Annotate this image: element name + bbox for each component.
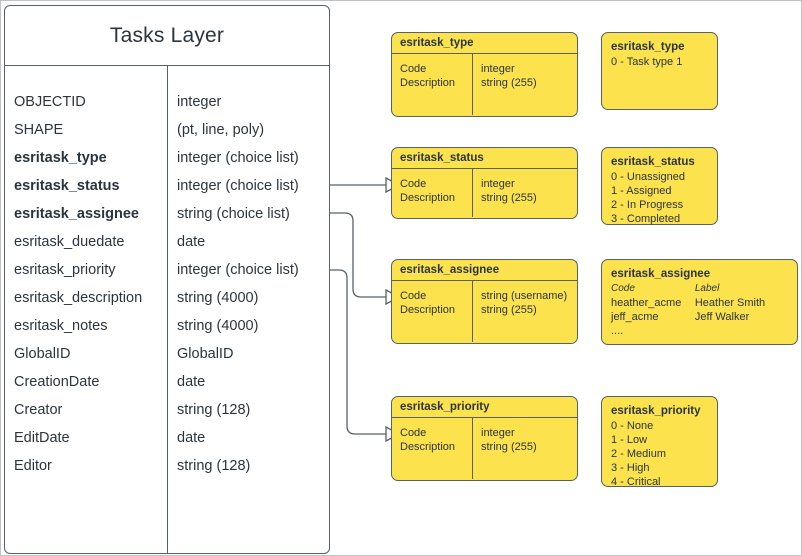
value-list-header-row: Code Label bbox=[611, 282, 788, 296]
field-type: string (4000) bbox=[177, 290, 259, 306]
field-type: integer (choice list) bbox=[177, 150, 299, 166]
field-name: esritask_description bbox=[14, 290, 143, 306]
field-name: SHAPE bbox=[14, 122, 64, 138]
field-name: esritask_status bbox=[14, 178, 120, 194]
value-list-title: esritask_status bbox=[611, 156, 695, 168]
domain-table-type[interactable]: esritask_type Code Description integer s… bbox=[391, 32, 578, 117]
domain-field-type: string (255) bbox=[481, 77, 537, 89]
value-list-row: heather_acme Heather Smith bbox=[611, 296, 788, 310]
domain-table-assignee[interactable]: esritask_assignee Code Description strin… bbox=[391, 259, 578, 344]
value-label: Heather Smith bbox=[694, 297, 766, 309]
field-type: date bbox=[177, 234, 206, 250]
domain-table-title: esritask_type bbox=[392, 33, 577, 54]
domain-field-types: integer string (255) bbox=[473, 418, 537, 479]
domain-field-type: string (255) bbox=[481, 192, 537, 204]
value-list-header-label: Label bbox=[694, 283, 720, 294]
field-type: integer (choice list) bbox=[177, 178, 299, 194]
value-list-ellipsis: .... bbox=[611, 325, 624, 337]
value-list-title: esritask_priority bbox=[611, 405, 701, 417]
field-type: string (128) bbox=[177, 458, 251, 474]
domain-field-name: Description bbox=[400, 77, 456, 89]
domain-field-name: Description bbox=[400, 192, 456, 204]
value-list-item: 3 - Completed bbox=[611, 213, 681, 225]
domain-field-name: Code bbox=[400, 290, 427, 302]
field-name-column: OBJECTID SHAPE esritask_type esritask_st… bbox=[5, 66, 168, 553]
value-list-type[interactable]: esritask_type 0 - Task type 1 bbox=[601, 32, 718, 110]
connector-assignee bbox=[330, 212, 386, 298]
field-type: string (4000) bbox=[177, 318, 259, 334]
value-list-item: 3 - High bbox=[611, 462, 650, 474]
value-list-status[interactable]: esritask_status 0 - Unassigned 1 - Assig… bbox=[601, 147, 718, 225]
value-list-priority[interactable]: esritask_priority 0 - None 1 - Low 2 - M… bbox=[601, 396, 718, 488]
field-type: date bbox=[177, 374, 206, 390]
field-type-column: integer (pt, line, poly) integer (choice… bbox=[168, 66, 329, 553]
domain-field-type: string (255) bbox=[481, 304, 537, 316]
field-type: string (128) bbox=[177, 402, 251, 418]
field-name: GlobalID bbox=[14, 346, 71, 362]
tasks-layer-title: Tasks Layer bbox=[5, 6, 329, 66]
field-name: EditDate bbox=[14, 430, 70, 446]
domain-field-types: string (username) string (255) bbox=[473, 281, 567, 342]
domain-field-name: Code bbox=[400, 427, 427, 439]
field-name: esritask_notes bbox=[14, 318, 108, 334]
domain-field-name: Code bbox=[400, 178, 427, 190]
domain-field-type: integer bbox=[481, 427, 515, 439]
value-list-item: 0 - Unassigned bbox=[611, 171, 685, 183]
field-name: Editor bbox=[14, 458, 52, 474]
field-name: esritask_priority bbox=[14, 262, 116, 278]
value-list-item: 0 - Task type 1 bbox=[611, 56, 683, 68]
domain-field-type: string (username) bbox=[481, 290, 568, 302]
connector-priority bbox=[330, 269, 386, 435]
value-list-assignee[interactable]: esritask_assignee Code Label heather_acm… bbox=[601, 259, 798, 345]
domain-field-name: Description bbox=[400, 441, 456, 453]
domain-table-title: esritask_status bbox=[392, 148, 577, 169]
field-type: (pt, line, poly) bbox=[177, 122, 265, 138]
value-list-item: 1 - Assigned bbox=[611, 185, 672, 197]
domain-table-status[interactable]: esritask_status Code Description integer… bbox=[391, 147, 578, 219]
field-type: string (choice list) bbox=[177, 206, 290, 222]
domain-table-title: esritask_priority bbox=[392, 397, 577, 418]
field-name: esritask_type bbox=[14, 150, 107, 166]
value-list-row: jeff_acme Jeff Walker bbox=[611, 310, 788, 324]
domain-field-type: string (255) bbox=[481, 441, 537, 453]
domain-field-name: Code bbox=[400, 63, 427, 75]
value-list-item: 4 - Critical bbox=[611, 476, 661, 488]
field-name: CreationDate bbox=[14, 374, 100, 390]
field-name: Creator bbox=[14, 402, 63, 418]
domain-field-names: Code Description bbox=[392, 169, 473, 217]
domain-table-body: Code Description integer string (255) bbox=[392, 54, 577, 115]
domain-table-body: Code Description integer string (255) bbox=[392, 169, 577, 217]
domain-table-body: Code Description string (username) strin… bbox=[392, 281, 577, 342]
domain-field-name: Description bbox=[400, 304, 456, 316]
field-type: integer bbox=[177, 94, 222, 110]
domain-field-types: integer string (255) bbox=[473, 169, 537, 217]
tasks-layer-entity[interactable]: Tasks Layer OBJECTID SHAPE esritask_type… bbox=[4, 5, 330, 554]
domain-field-names: Code Description bbox=[392, 418, 473, 479]
domain-field-type: integer bbox=[481, 63, 515, 75]
domain-table-title: esritask_assignee bbox=[392, 260, 577, 281]
value-list-item: 0 - None bbox=[611, 420, 654, 432]
field-type: GlobalID bbox=[177, 346, 234, 362]
field-name: OBJECTID bbox=[14, 94, 86, 110]
value-list-item: 1 - Low bbox=[611, 434, 648, 446]
domain-field-types: integer string (255) bbox=[473, 54, 537, 115]
value-list-title: esritask_type bbox=[611, 41, 685, 53]
tasks-layer-body: OBJECTID SHAPE esritask_type esritask_st… bbox=[5, 66, 329, 553]
domain-table-priority[interactable]: esritask_priority Code Description integ… bbox=[391, 396, 578, 481]
field-name: esritask_duedate bbox=[14, 234, 125, 250]
value-list-title: esritask_assignee bbox=[611, 268, 711, 280]
value-code: heather_acme bbox=[611, 297, 682, 309]
field-name: esritask_assignee bbox=[14, 206, 139, 222]
value-list-item: 2 - In Progress bbox=[611, 199, 684, 211]
domain-field-names: Code Description bbox=[392, 54, 473, 115]
field-type: date bbox=[177, 430, 206, 446]
value-list-header-code: Code bbox=[611, 283, 635, 294]
field-type: integer (choice list) bbox=[177, 262, 299, 278]
value-code: jeff_acme bbox=[611, 311, 659, 323]
domain-field-names: Code Description bbox=[392, 281, 473, 342]
value-list-item: 2 - Medium bbox=[611, 448, 667, 460]
value-label: Jeff Walker bbox=[694, 311, 750, 323]
domain-table-body: Code Description integer string (255) bbox=[392, 418, 577, 479]
domain-field-type: integer bbox=[481, 178, 515, 190]
